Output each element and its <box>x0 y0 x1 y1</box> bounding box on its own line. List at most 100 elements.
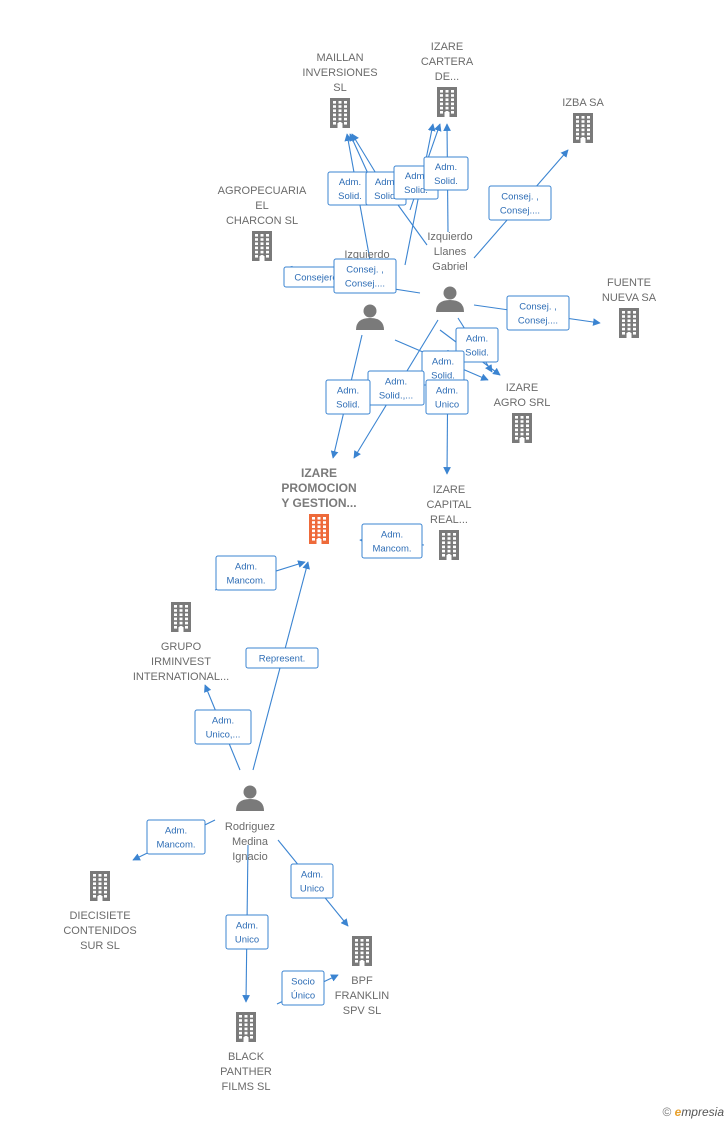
relation-r11[interactable]: Adm.Solid.,... <box>367 370 425 406</box>
building-icon <box>352 936 372 966</box>
company-label-line-2: CARTERA <box>421 56 474 68</box>
relation-r14[interactable]: Adm.Mancom. <box>361 523 423 559</box>
company-label-line-2: NUEVA SA <box>602 292 657 304</box>
relation-label-line-2: Mancom. <box>156 840 195 851</box>
building-icon <box>90 871 110 901</box>
building-icon <box>330 98 350 128</box>
company-label-line-2: AGRO SRL <box>494 397 551 409</box>
relation-label-line-2: Unico <box>300 884 324 895</box>
person-label-line-3: Ignacio <box>232 851 267 863</box>
company-label-line-3: SL <box>333 82 346 94</box>
relations-layer: Adm.Solid.Adm.Solid.Adm.Solid.Adm.Solid.… <box>146 156 570 1006</box>
relation-label-line-2: Solid. <box>336 400 360 411</box>
relation-label-line-2: Solid. <box>374 191 398 202</box>
relation-r6[interactable]: Consejero <box>283 266 349 288</box>
building-icon <box>619 308 639 338</box>
company-label-line-1: FUENTE <box>607 277 651 289</box>
company-label-line-3: Y GESTION... <box>281 496 356 510</box>
relation-r4[interactable]: Adm.Solid. <box>423 156 469 191</box>
relation-label-line-2: Unico <box>435 400 459 411</box>
relation-label-line-1: Represent. <box>259 654 305 665</box>
company-label-line-1: MAILLAN <box>316 52 363 64</box>
company-black-panther[interactable]: BLACK PANTHER FILMS SL <box>220 1012 272 1093</box>
relation-label-line-1: Adm. <box>436 386 458 397</box>
relation-r5[interactable]: Consej. ,Consej.... <box>488 185 552 221</box>
company-label-line-2: CONTENIDOS <box>63 925 136 937</box>
relation-r15[interactable]: Adm.Mancom. <box>215 555 277 591</box>
relation-label-line-2: Solid. <box>465 348 489 359</box>
building-icon <box>252 231 272 261</box>
person-izquierdo-a[interactable]: Izquierdo <box>344 249 390 330</box>
company-izare-capital[interactable]: IZARECAPITALREAL... <box>426 484 472 560</box>
company-bpf-franklin[interactable]: BPF FRANKLIN SPV SL <box>335 936 389 1017</box>
relation-r18[interactable]: Adm. Mancom. <box>146 819 206 855</box>
company-label-line-3: SPV SL <box>343 1005 382 1017</box>
company-label-line-3: DE... <box>435 71 459 83</box>
relation-label-line-1: Consej. , <box>346 265 384 276</box>
company-label-line-2: CAPITAL <box>426 499 471 511</box>
company-label-line-3: FILMS SL <box>222 1081 271 1093</box>
relation-label-line-1: Adm. <box>432 357 454 368</box>
relation-r16[interactable]: Represent. <box>245 647 319 669</box>
relation-r20[interactable]: Adm. Unico <box>225 914 269 950</box>
company-izba[interactable]: IZBA SA <box>562 97 604 143</box>
company-label-line-2: FRANKLIN <box>335 990 389 1002</box>
relation-label-line-1: Adm. <box>466 334 488 345</box>
building-icon <box>573 113 593 143</box>
company-label-line-3: SUR SL <box>80 940 120 952</box>
relation-label-line-1: Adm. <box>435 162 457 173</box>
relation-label-line-2: Solid. <box>338 191 362 202</box>
relation-label-line-2: Consej.... <box>500 206 540 217</box>
relation-label-line-1: Adm. <box>165 826 187 837</box>
company-label-line-3: CHARCON SL <box>226 215 298 227</box>
relation-r10[interactable]: Adm.Solid. <box>421 350 465 386</box>
company-label-line-1: AGROPECUARIA <box>218 185 307 197</box>
company-label-line-1: GRUPO <box>161 641 202 653</box>
empresia-watermark[interactable]: © empresia <box>662 1105 724 1119</box>
building-icon <box>437 87 457 117</box>
relation-label-line-2: Único <box>291 991 315 1002</box>
relation-r12[interactable]: Adm.Solid. <box>325 379 371 415</box>
company-fuente-nueva[interactable]: FUENTE NUEVA SA <box>602 277 657 338</box>
relation-label-line-2: Unico <box>235 935 259 946</box>
relation-r17[interactable]: Adm.Unico,... <box>194 709 252 745</box>
person-label-line-1: Izquierdo <box>427 231 472 243</box>
company-label-line-2: PANTHER <box>220 1066 272 1078</box>
person-icon <box>236 785 264 811</box>
relation-r19[interactable]: Adm.Unico <box>290 863 334 899</box>
building-icon <box>309 514 329 544</box>
company-label-line-1: IZARE <box>301 466 337 480</box>
copyright-symbol: © <box>662 1105 672 1119</box>
relation-r13[interactable]: Adm. Unico <box>425 379 469 415</box>
company-izare-cartera[interactable]: IZARECARTERADE... <box>421 41 474 117</box>
person-label-line-2: Llanes <box>434 246 467 258</box>
person-label-line-1: Rodriguez <box>225 821 275 833</box>
relation-label-line-2: Unico,... <box>206 730 241 741</box>
company-label-line-1: BLACK <box>228 1051 265 1063</box>
relation-label-line-1: Adm. <box>236 921 258 932</box>
relation-label-line-1: Adm. <box>339 177 361 188</box>
relation-label-line-1: Socio <box>291 977 315 988</box>
relation-label-line-2: Mancom. <box>372 544 411 555</box>
company-label-line-1: BPF <box>351 975 373 987</box>
person-icon <box>436 286 464 312</box>
relation-r8[interactable]: Consej. ,Consej.... <box>506 295 570 331</box>
relation-label-line-1: Consejero <box>294 273 337 284</box>
company-grupo-irminvest[interactable]: GRUPOIRMINVESTINTERNATIONAL... <box>133 602 229 683</box>
relation-label-line-2: Consej.... <box>518 316 558 327</box>
relation-r1[interactable]: Adm. Solid. <box>327 171 373 206</box>
person-icon <box>356 304 384 330</box>
relation-r7[interactable]: Consej. ,Consej.... <box>333 258 397 294</box>
brand-e: e <box>674 1105 682 1119</box>
person-label-line-2: Medina <box>232 836 269 848</box>
relation-r9[interactable]: Adm. Solid. <box>455 327 499 363</box>
